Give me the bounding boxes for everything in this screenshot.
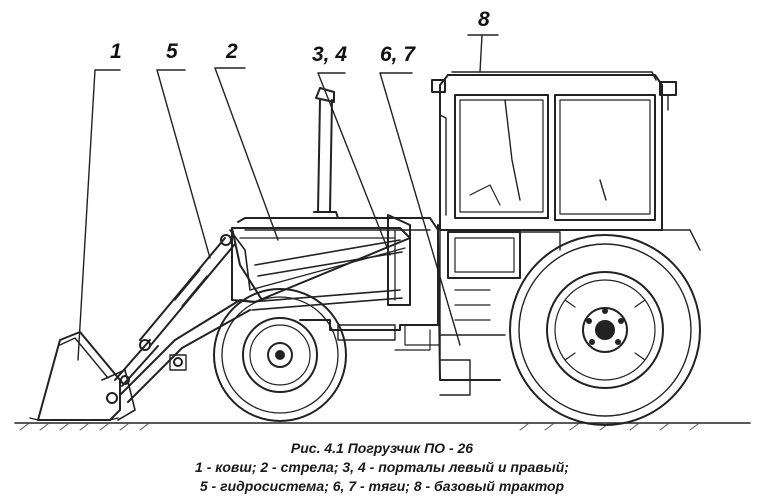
bucket xyxy=(29,331,136,421)
callout-1: 1 xyxy=(110,40,122,63)
front-wheel xyxy=(213,288,347,422)
figure-caption-legend-2: 5 - гидросистема; 6, 7 - тяги; 8 - базов… xyxy=(199,478,565,494)
exhaust-pipe xyxy=(313,87,339,219)
callout-6-7: 6, 7 xyxy=(380,43,416,66)
callout-2: 2 xyxy=(226,40,238,63)
ground-line xyxy=(14,422,751,431)
hydraulic-cylinders xyxy=(114,234,236,387)
rear-wheel xyxy=(509,234,701,426)
leader-lines xyxy=(77,34,499,361)
figure-caption-legend-1: 1 - ковш; 2 - стрела; 3, 4 - порталы лев… xyxy=(195,459,569,475)
callout-8: 8 xyxy=(478,8,490,31)
callout-5: 5 xyxy=(166,40,178,63)
tie-rods xyxy=(249,239,403,311)
cab-lights xyxy=(431,79,677,111)
cabin xyxy=(439,71,701,356)
callout-3-4: 3, 4 xyxy=(312,43,348,66)
figure-caption-title: Рис. 4.1 Погрузчик ПО - 26 xyxy=(290,440,474,456)
loader-arms xyxy=(119,229,256,403)
